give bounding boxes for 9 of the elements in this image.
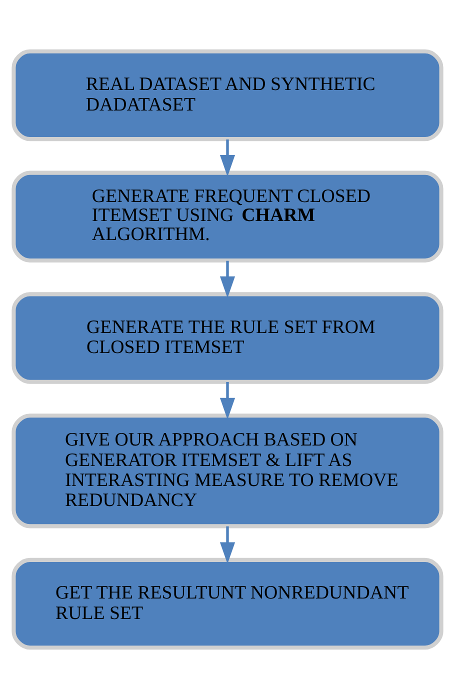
node-box: GIVE OUR APPROACH BASED ON GENERATOR ITEMSET & LIFT AS INTERASTING MEASURE TO REMOVE REDUNDANCY [12, 414, 444, 528]
arrow [220, 139, 236, 177]
arrow [220, 526, 236, 564]
arrow [220, 260, 236, 298]
node-box: GET THE RESULTUNT NONREDUNDANT RULE SET [12, 558, 444, 650]
node-box: GENERATE THE RULE SET FROM CLOSED ITEMSET [12, 292, 444, 384]
node-box: GENERATE FREQUENT CLOSED ITEMSET USING CHARM ALGORITHM. [12, 170, 444, 262]
node-box: REAL DATASET AND SYNTHETIC DADATASET [12, 49, 444, 142]
arrow [220, 382, 236, 420]
